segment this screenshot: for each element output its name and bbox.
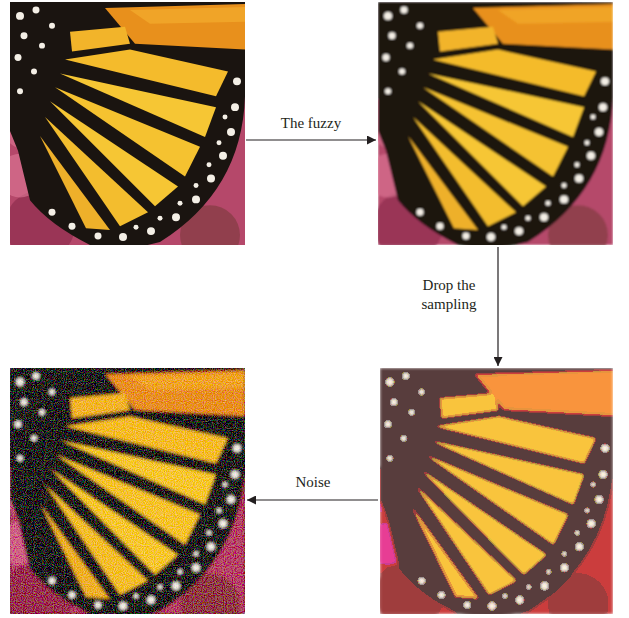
step-label: Drop the sampling bbox=[411, 276, 487, 314]
original-image bbox=[10, 2, 245, 245]
downsampled-image bbox=[380, 368, 613, 614]
step-label: Noise bbox=[273, 473, 353, 492]
blurred-image bbox=[378, 2, 613, 245]
butterfly-wing bbox=[10, 2, 245, 245]
step-label: The fuzzy bbox=[256, 114, 366, 133]
process-arrow bbox=[246, 139, 376, 140]
butterfly-wing bbox=[378, 2, 613, 245]
process-arrow bbox=[247, 499, 378, 500]
process-arrow bbox=[497, 247, 498, 366]
butterfly-wing bbox=[380, 368, 613, 614]
noisy-image bbox=[10, 368, 245, 614]
butterfly-wing bbox=[10, 368, 245, 614]
